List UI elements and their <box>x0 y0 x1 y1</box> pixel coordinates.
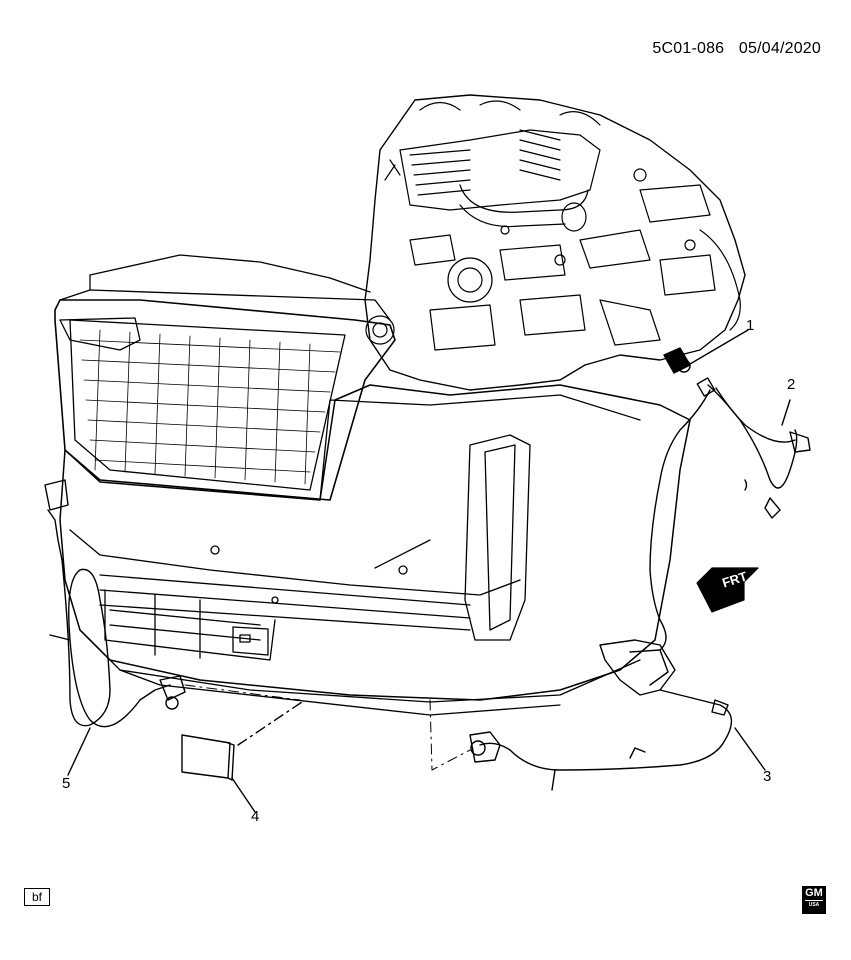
gm-logo: GM USA <box>802 886 826 914</box>
engine-assembly <box>364 94 746 391</box>
callout-1: 1 <box>746 317 755 334</box>
part-2-harness <box>649 377 811 651</box>
gm-logo-sub: USA <box>805 900 823 909</box>
callout-4: 4 <box>251 808 260 825</box>
callout-3: 3 <box>763 768 772 785</box>
front-direction-arrow <box>696 567 759 613</box>
front-fascia <box>54 254 691 716</box>
part-4-panel <box>181 699 306 813</box>
part-5-harness <box>44 479 186 776</box>
leader-lines <box>184 684 471 771</box>
footer-tag: bf <box>24 888 50 906</box>
callout-2: 2 <box>787 376 796 393</box>
part-3-harness <box>469 639 766 791</box>
diagram-date: 05/04/2020 <box>738 40 821 57</box>
diagram-id: 5C01-086 <box>652 40 725 57</box>
diagram-header: 5C01-086 05/04/2020 <box>652 40 821 58</box>
grille-mesh <box>79 329 341 485</box>
gm-logo-text: GM <box>805 887 823 899</box>
callout-5: 5 <box>62 775 71 792</box>
part-1-sensor <box>663 329 749 374</box>
